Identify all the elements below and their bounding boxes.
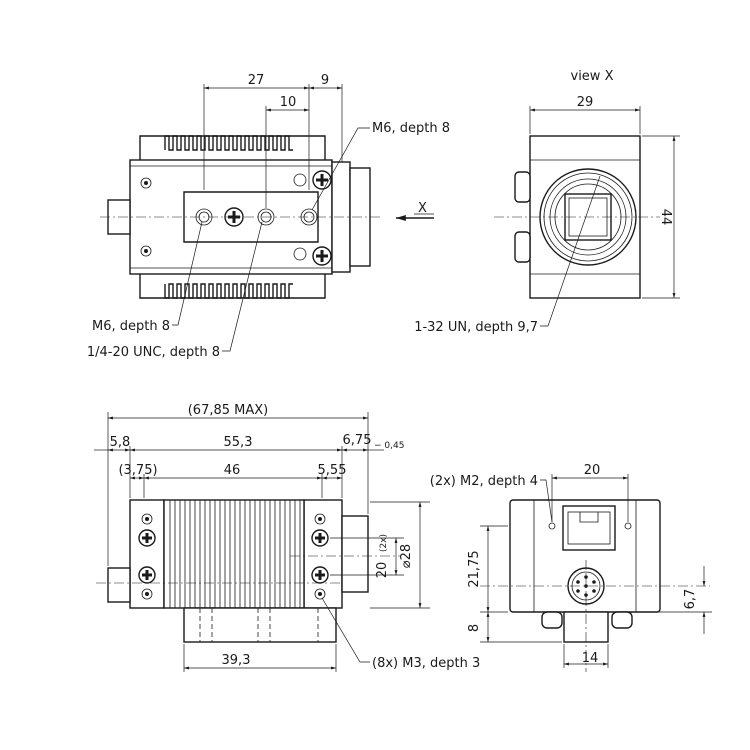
dim-14: 14 [582, 651, 599, 666]
dim-29: 29 [577, 95, 594, 110]
dim-5-55: 5,55 [318, 463, 347, 478]
top-view: 27 9 10 M6, depth 8 M6, depth 8 1/4-20 U… [87, 73, 450, 360]
label-m6-bottom: M6, depth 8 [92, 319, 170, 334]
dim-10: 10 [280, 95, 297, 110]
dim-55-3: 55,3 [224, 435, 253, 450]
label-unc: 1/4-20 UNC, depth 8 [87, 345, 220, 360]
view-x-title: view X [571, 69, 614, 84]
dim-6-75: 6,75 [343, 433, 372, 448]
dim-46: 46 [224, 463, 241, 478]
label-thread: 1-32 UN, depth 9,7 [414, 320, 538, 335]
dim-44: 44 [658, 209, 673, 226]
dim-20: 20 [375, 562, 390, 579]
dim-6-7: 6,7 [683, 589, 698, 610]
rear-view: 20 (2x) M2, depth 4 21,75 8 6,7 14 [430, 463, 712, 672]
ethernet-port-icon [562, 505, 616, 551]
dim-8: 8 [467, 624, 482, 632]
dim-2x: (2x) [379, 534, 389, 552]
view-x: view X 29 44 1-32 UN, depth 9,7 [414, 69, 680, 335]
screw-icon [140, 177, 152, 257]
dim-27: 27 [248, 73, 265, 88]
label-m3: (8x) M3, depth 3 [372, 656, 480, 671]
arrow-x-label: X [418, 201, 427, 216]
dim-20-rear: 20 [584, 463, 601, 478]
dim-39-3: 39,3 [222, 653, 251, 668]
dim-5-8: 5,8 [110, 435, 131, 450]
dim-3-75: (3,75) [118, 463, 157, 478]
label-m2: (2x) M2, depth 4 [430, 474, 538, 489]
dim-d28: ⌀28 [399, 544, 414, 568]
dim-21-75: 21,75 [467, 550, 482, 587]
dim-overall: (67,85 MAX) [188, 403, 269, 418]
dim-9: 9 [321, 73, 329, 88]
label-m6-top: M6, depth 8 [372, 121, 450, 136]
side-view: (67,85 MAX) 5,8 55,3 6,75 − 0,45 (3,75) … [94, 403, 480, 672]
tol-0-45: − 0,45 [374, 441, 404, 451]
